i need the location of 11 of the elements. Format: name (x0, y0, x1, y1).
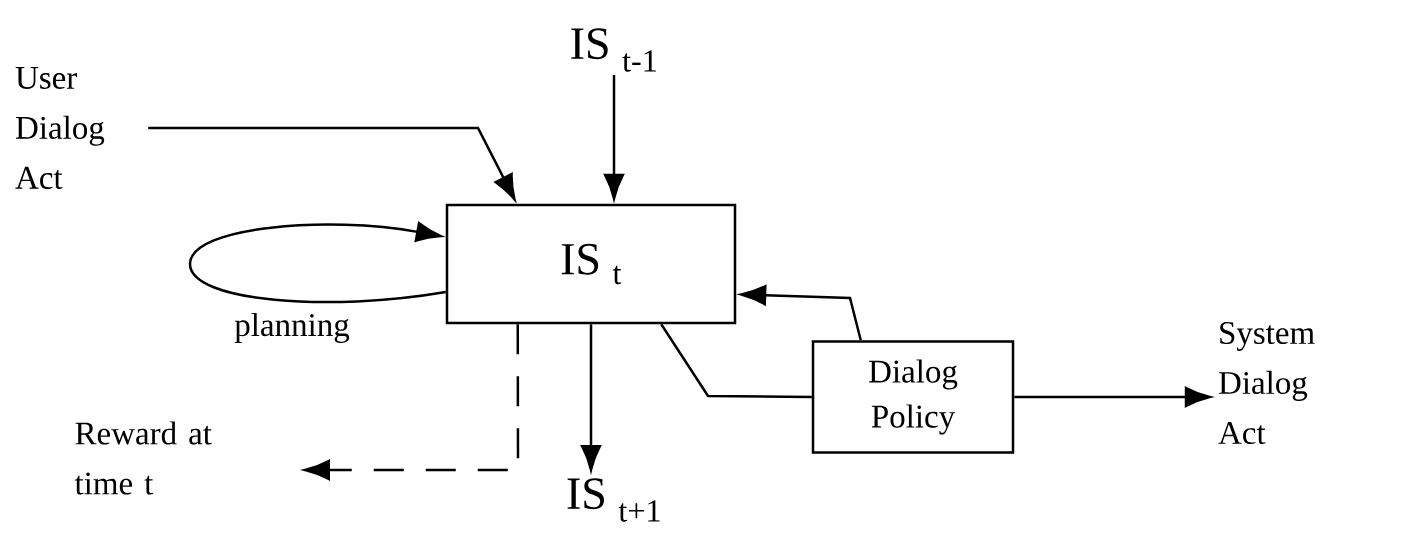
label-text: IS $_{t-1}$ (571, 28, 656, 72)
label-text: Reward at time t (74, 421, 212, 495)
loop-arrow (188, 221, 446, 304)
edge-label: planning (232, 311, 352, 345)
label-text: IS $_{t+1}$ (567, 478, 660, 522)
arrow (148, 126, 516, 201)
label-text: User Dialog Act (15, 67, 105, 189)
process-box: IS $_{t}$ (445, 203, 737, 325)
process-box: Dialog Policy (811, 340, 1015, 454)
connector-line (660, 323, 812, 399)
label-text: System Dialog Act (1218, 321, 1315, 445)
